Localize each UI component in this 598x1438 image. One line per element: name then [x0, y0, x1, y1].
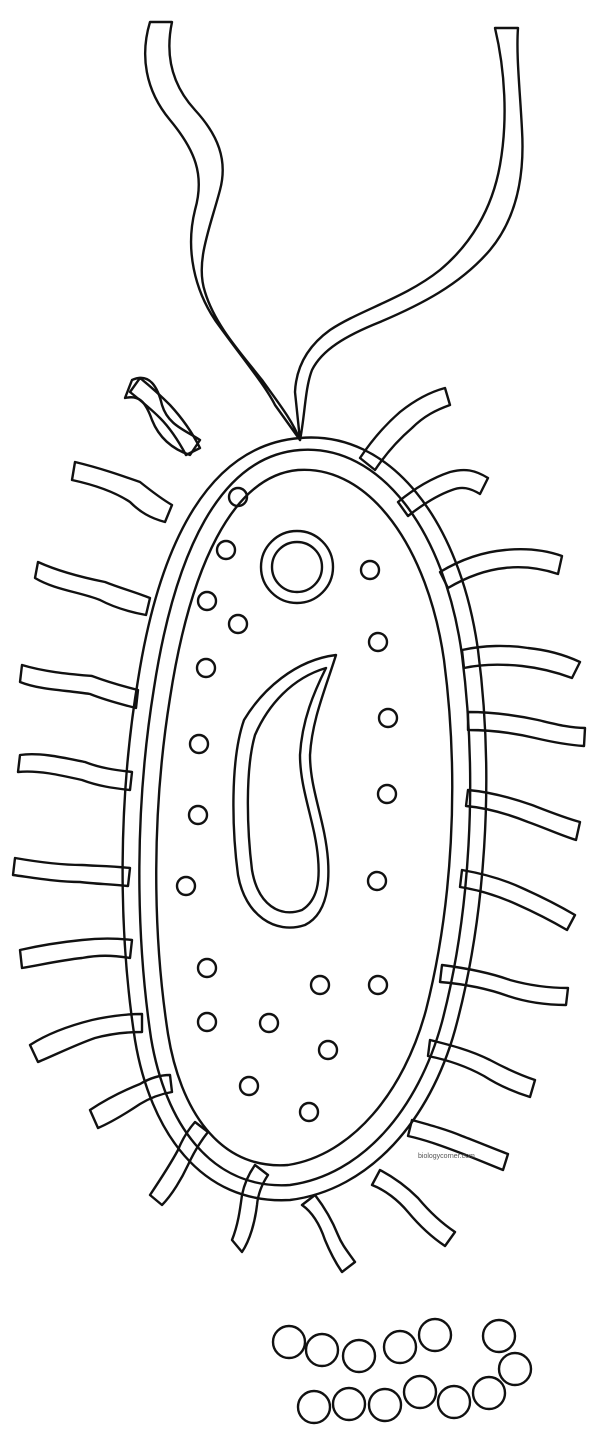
ribosome	[378, 785, 396, 803]
ribosome	[197, 659, 215, 677]
ribosome	[369, 633, 387, 651]
pilus	[398, 470, 488, 516]
pilus	[302, 1195, 355, 1272]
nucleoid	[233, 655, 336, 928]
pilus	[428, 1040, 535, 1097]
coccus	[273, 1326, 305, 1358]
ribosome	[368, 872, 386, 890]
coccus	[298, 1391, 330, 1423]
coccus	[499, 1353, 531, 1385]
ribosome	[369, 976, 387, 994]
coccus	[306, 1334, 338, 1366]
pilus	[408, 1120, 508, 1170]
pilus	[372, 1170, 455, 1246]
pilus	[72, 462, 172, 522]
coccus	[473, 1377, 505, 1409]
flagellum-right	[295, 28, 523, 440]
pilus	[30, 1014, 142, 1062]
coccus	[384, 1331, 416, 1363]
ribosome	[177, 877, 195, 895]
pilus	[150, 1122, 208, 1205]
plasmid	[261, 531, 333, 603]
plasmid-inner	[272, 542, 322, 592]
coccus	[333, 1388, 365, 1420]
coccus	[369, 1389, 401, 1421]
pili	[13, 378, 585, 1272]
pilus	[35, 562, 150, 615]
flagella	[145, 22, 522, 440]
ribosome	[319, 1041, 337, 1059]
pilus	[466, 790, 580, 840]
coccus	[404, 1376, 436, 1408]
ribosome	[198, 592, 216, 610]
coccus	[343, 1340, 375, 1372]
cell-wall	[123, 438, 487, 1201]
pilus	[18, 754, 132, 790]
ribosome	[198, 1013, 216, 1031]
cocci-chain	[273, 1319, 531, 1423]
ribosome	[311, 976, 329, 994]
ribosome	[190, 735, 208, 753]
pilus	[125, 378, 200, 455]
ribosome	[260, 1014, 278, 1032]
pilus	[360, 388, 450, 470]
pilus	[232, 1165, 268, 1252]
coccus	[483, 1320, 515, 1352]
flagellum-left	[145, 22, 300, 440]
watermark: biologycorner.com	[418, 1153, 475, 1160]
coccus	[438, 1386, 470, 1418]
ribosomes	[177, 488, 397, 1121]
ribosome	[300, 1103, 318, 1121]
cytoplasm-boundary	[156, 470, 452, 1165]
ribosome	[198, 959, 216, 977]
ribosome	[189, 806, 207, 824]
pilus	[20, 665, 138, 708]
ribosome	[379, 709, 397, 727]
pilus	[440, 965, 568, 1005]
ribosome	[229, 615, 247, 633]
coccus	[419, 1319, 451, 1351]
pilus	[20, 939, 132, 969]
pilus	[13, 858, 130, 886]
ribosome	[217, 541, 235, 559]
ribosome	[240, 1077, 258, 1095]
ribosome	[361, 561, 379, 579]
pilus	[130, 378, 200, 455]
